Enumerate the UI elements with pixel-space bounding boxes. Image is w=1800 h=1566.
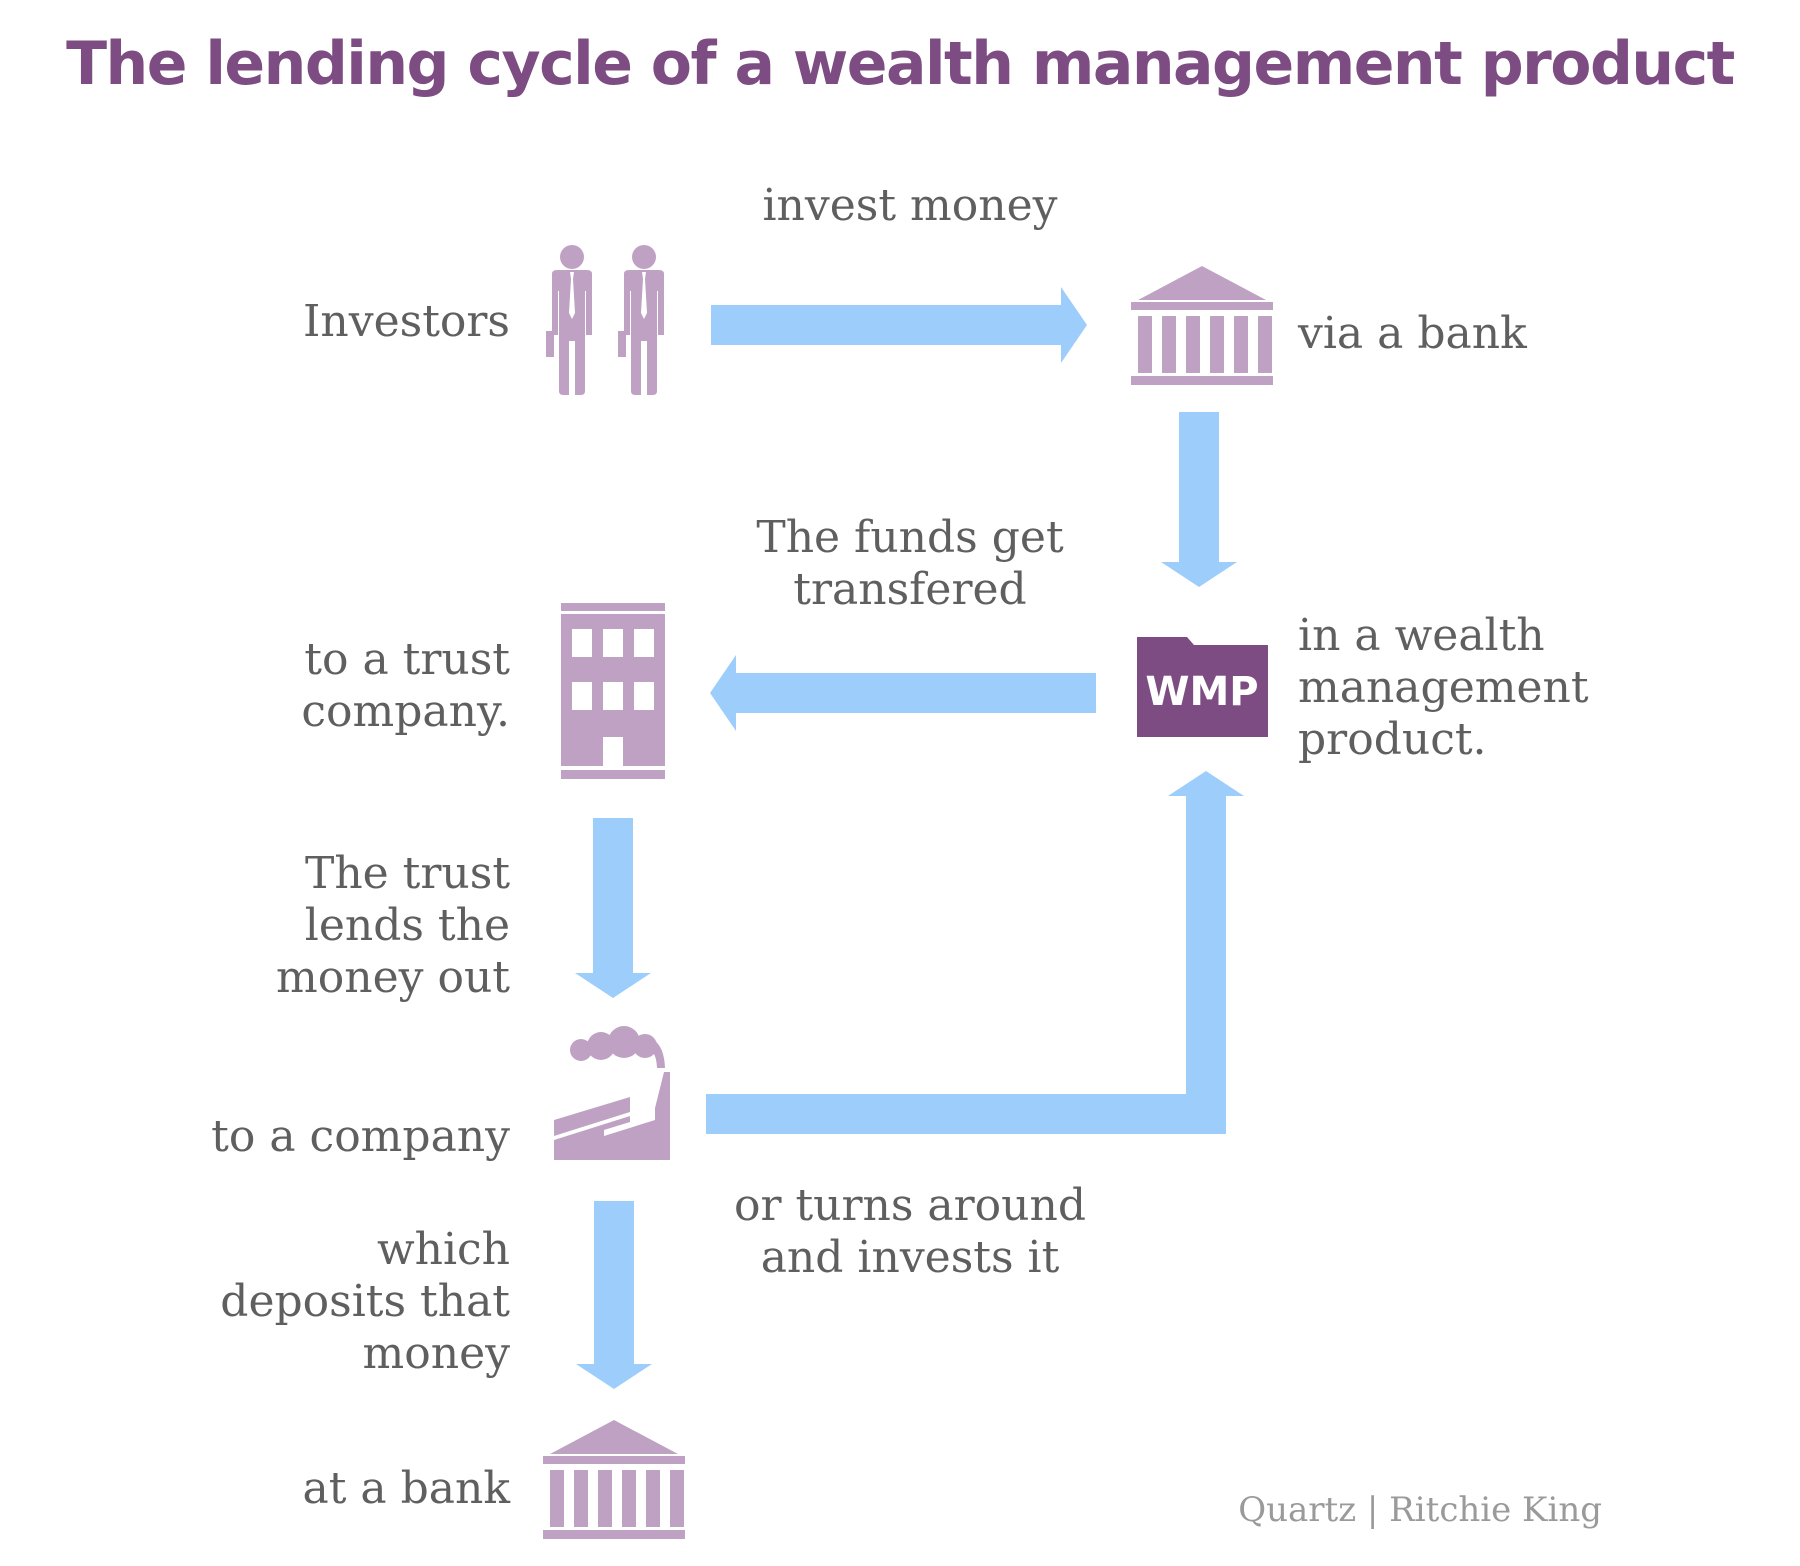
label-via-a-bank: via a bank xyxy=(1298,308,1527,359)
arrow-reinvest xyxy=(706,771,1244,1134)
arrow-lend xyxy=(575,818,651,998)
arrow-deposit xyxy=(576,1201,652,1389)
arrow-bank-to-wmp xyxy=(1161,412,1237,587)
office-building-icon xyxy=(561,603,665,779)
credit-line: Quartz | Ritchie King xyxy=(1238,1490,1602,1530)
label-wmp: in a wealth management product. xyxy=(1298,610,1589,765)
label-deposits: which deposits that money xyxy=(220,1224,510,1379)
label-funds-transfered: The funds get transfered xyxy=(756,512,1064,615)
wmp-folder-icon: WMP xyxy=(1137,637,1268,737)
bank-bottom-icon xyxy=(543,1420,685,1539)
label-trust-lends: The trust lends the money out xyxy=(276,848,510,1003)
label-investors: Investors xyxy=(303,296,510,347)
label-at-a-bank: at a bank xyxy=(302,1463,510,1514)
arrow-invest xyxy=(711,287,1087,363)
diagram-title: The lending cycle of a wealth management… xyxy=(66,29,1735,99)
label-trust-company: to a trust company. xyxy=(301,634,510,737)
label-to-a-company: to a company xyxy=(211,1111,510,1162)
label-reinvest: or turns around and invests it xyxy=(733,1180,1087,1283)
factory-icon xyxy=(554,1026,670,1160)
bank-top-icon xyxy=(1131,266,1273,385)
investors-icon xyxy=(546,245,664,395)
wmp-badge: WMP xyxy=(1145,669,1258,715)
label-invest-money: invest money xyxy=(762,180,1058,231)
arrow-transfer xyxy=(710,655,1096,731)
